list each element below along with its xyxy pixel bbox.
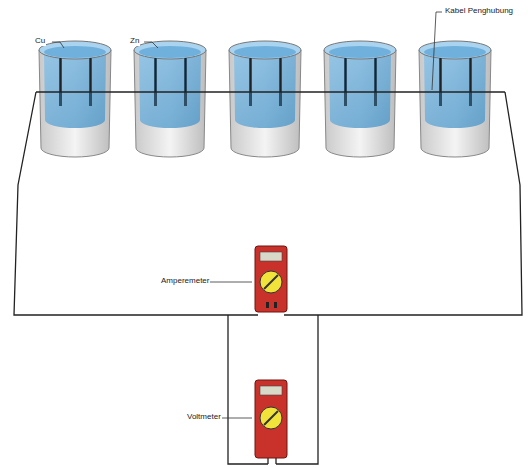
voltmeter-symbol xyxy=(255,380,287,458)
beaker xyxy=(324,41,396,157)
leader-line xyxy=(432,12,442,90)
beaker xyxy=(39,41,111,157)
left-wire xyxy=(14,92,258,315)
beaker xyxy=(419,41,491,157)
beaker xyxy=(134,41,206,157)
part-label: Cu xyxy=(34,37,46,46)
right-wire xyxy=(284,92,522,315)
leader-line xyxy=(144,42,158,48)
leader-lines xyxy=(52,12,442,418)
amperemeter-symbol xyxy=(255,246,287,312)
leader-line xyxy=(222,418,252,419)
voltmeter-probe xyxy=(275,458,276,464)
leader-line xyxy=(52,42,64,48)
beaker xyxy=(229,41,301,157)
voltmeter-probe xyxy=(267,458,268,464)
wire xyxy=(14,92,522,464)
leader-line xyxy=(206,282,252,283)
top-wire xyxy=(36,91,505,92)
part-label: Zn xyxy=(129,37,140,46)
beaker-group xyxy=(39,41,491,157)
part-label: Kabel Penghubung xyxy=(444,7,514,16)
part-label: Voltmeter xyxy=(186,413,222,422)
part-label: Amperemeter xyxy=(160,277,210,286)
